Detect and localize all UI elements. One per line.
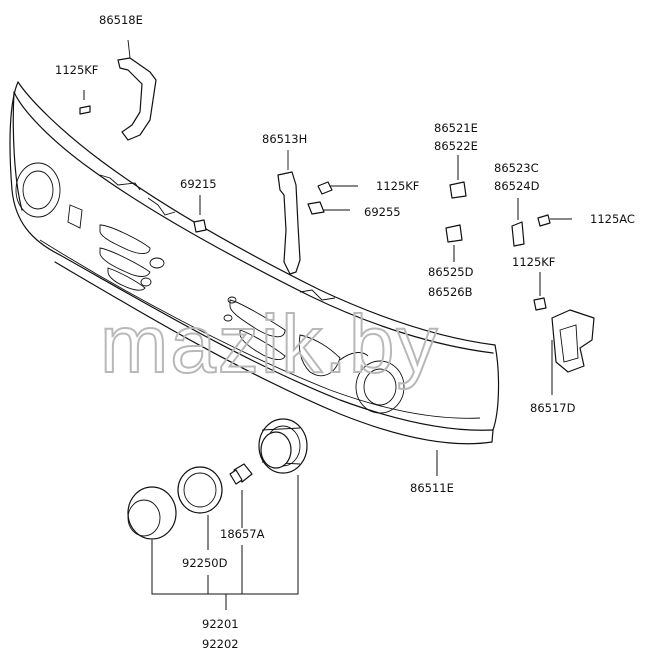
label-86525D: 86525D (428, 265, 474, 279)
watermark: mazik.by (100, 299, 440, 390)
label-86517D: 86517D (530, 401, 576, 415)
bulb-18657A (229, 463, 253, 485)
bolt-1125KF-left (79, 90, 91, 115)
label-18657A: 18657A (220, 527, 265, 541)
leader-92201-ticks (207, 545, 243, 594)
label-92201: 92201 (202, 617, 239, 631)
bracket-86513H (277, 150, 301, 275)
bolt-1125KF-right (533, 272, 547, 311)
label-86524D: 86524D (494, 179, 540, 193)
bolt-1125KF-mid (317, 181, 358, 195)
label-92202: 92202 (202, 637, 239, 651)
clip-69215 (193, 195, 207, 233)
label-69215: 69215 (180, 177, 217, 191)
label-86511E: 86511E (410, 481, 454, 495)
clip-86525D-86526B (445, 224, 463, 262)
label-86521E: 86521E (434, 121, 478, 135)
bolt-1125AC (537, 214, 572, 227)
label-1125KF-mid: 1125KF (376, 179, 419, 193)
label-86518E: 86518E (99, 13, 143, 27)
label-92250D: 92250D (182, 556, 228, 570)
bumper-cover-86511E (9, 81, 500, 445)
lens-92201 (127, 486, 177, 540)
label-69255: 69255 (364, 205, 401, 219)
clip-86523C-86524D (511, 198, 525, 247)
label-86526B: 86526B (428, 285, 473, 299)
gasket-92250D (177, 466, 223, 514)
bracket-86518E (117, 39, 157, 141)
clip-86521E-86522E (449, 155, 467, 199)
fog-lamp-housing (258, 418, 308, 474)
leader-92201-bracket (151, 475, 299, 595)
bracket-86517D (551, 309, 595, 395)
clip-69255 (307, 201, 350, 215)
label-1125AC: 1125AC (590, 212, 635, 226)
label-1125KF-left: 1125KF (55, 63, 98, 77)
label-1125KF-right: 1125KF (512, 255, 555, 269)
label-86513H: 86513H (262, 132, 307, 146)
label-86522E: 86522E (434, 139, 478, 153)
label-86523C: 86523C (494, 161, 539, 175)
